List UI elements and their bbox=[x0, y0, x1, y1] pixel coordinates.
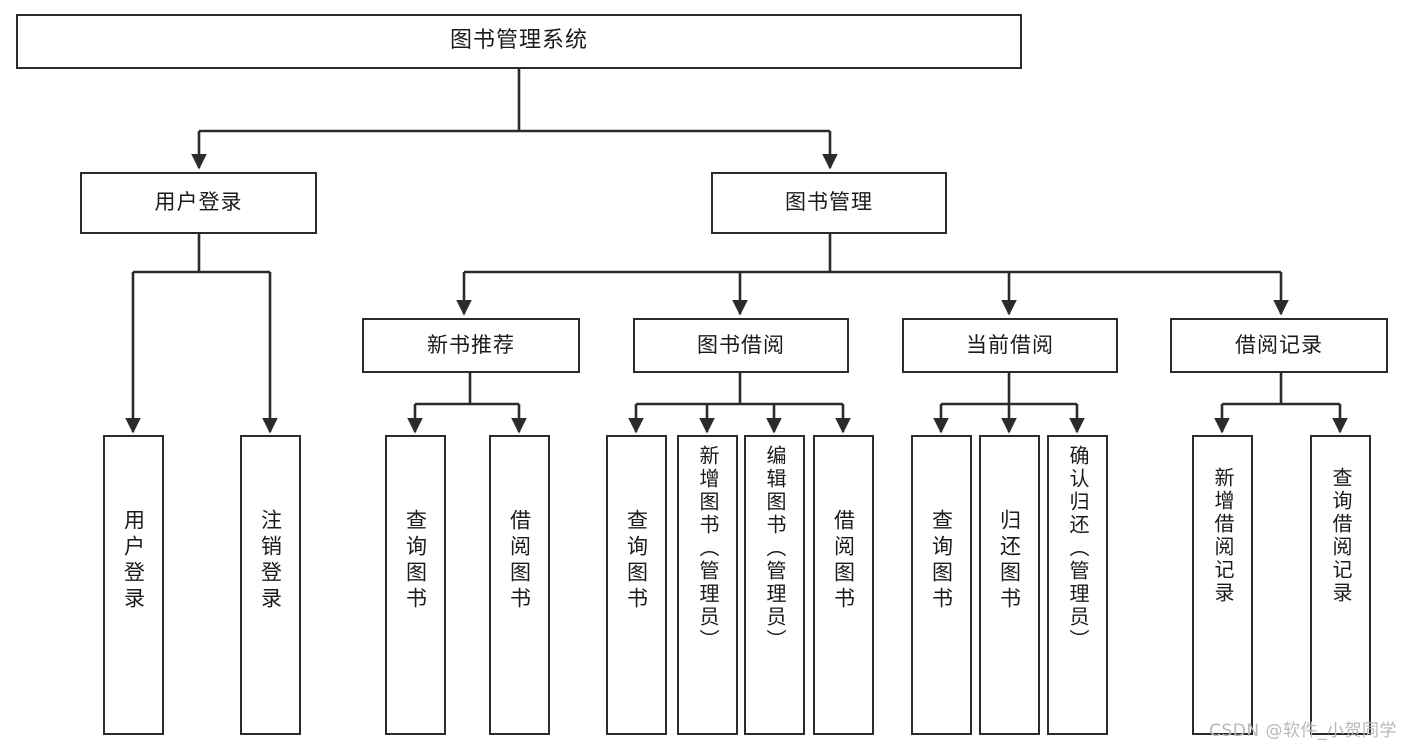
node-leaf-new-book-query[interactable]: 查询图书 bbox=[385, 435, 446, 735]
node-label: 新增借阅记录 bbox=[1211, 467, 1235, 605]
node-label: 图书管理系统 bbox=[449, 28, 588, 54]
node-label: 查询图书 bbox=[624, 509, 649, 613]
node-leaf-book-borrow-add[interactable]: 新增图书（管理员） bbox=[677, 435, 738, 735]
node-label: 新增图书（管理员） bbox=[696, 445, 720, 652]
node-root-system[interactable]: 图书管理系统 bbox=[16, 14, 1022, 69]
node-new-book-recommend[interactable]: 新书推荐 bbox=[362, 318, 580, 373]
node-label: 用户登录 bbox=[154, 190, 243, 215]
node-label: 注销登录 bbox=[258, 509, 283, 613]
node-label: 编辑图书（管理员） bbox=[763, 445, 787, 652]
node-borrow-record[interactable]: 借阅记录 bbox=[1170, 318, 1388, 373]
node-label: 借阅图书 bbox=[507, 509, 532, 613]
node-book-management[interactable]: 图书管理 bbox=[711, 172, 947, 234]
node-leaf-current-borrow-query[interactable]: 查询图书 bbox=[911, 435, 972, 735]
node-book-borrow[interactable]: 图书借阅 bbox=[633, 318, 849, 373]
node-leaf-borrow-record-query[interactable]: 查询借阅记录 bbox=[1310, 435, 1371, 735]
node-leaf-new-book-borrow[interactable]: 借阅图书 bbox=[489, 435, 550, 735]
node-label: 图书借阅 bbox=[697, 332, 785, 357]
node-label: 借阅记录 bbox=[1235, 332, 1323, 357]
node-label: 查询借阅记录 bbox=[1329, 467, 1353, 605]
node-label: 查询图书 bbox=[403, 509, 428, 613]
node-label: 确认归还（管理员） bbox=[1066, 445, 1090, 652]
node-leaf-book-borrow-edit[interactable]: 编辑图书（管理员） bbox=[744, 435, 805, 735]
node-leaf-book-borrow-query[interactable]: 查询图书 bbox=[606, 435, 667, 735]
node-label: 图书管理 bbox=[785, 190, 873, 215]
node-label: 查询图书 bbox=[929, 509, 954, 613]
node-label: 新书推荐 bbox=[427, 332, 515, 357]
node-current-borrow[interactable]: 当前借阅 bbox=[902, 318, 1118, 373]
node-label: 用户登录 bbox=[121, 509, 146, 613]
node-label: 归还图书 bbox=[997, 509, 1022, 613]
node-leaf-borrow-record-add[interactable]: 新增借阅记录 bbox=[1192, 435, 1253, 735]
node-label: 借阅图书 bbox=[831, 509, 856, 613]
node-leaf-book-borrow-borrow[interactable]: 借阅图书 bbox=[813, 435, 874, 735]
node-leaf-current-borrow-return[interactable]: 归还图书 bbox=[979, 435, 1040, 735]
node-label: 当前借阅 bbox=[966, 332, 1054, 357]
node-leaf-current-borrow-confirm[interactable]: 确认归还（管理员） bbox=[1047, 435, 1108, 735]
node-leaf-user-login-logout[interactable]: 注销登录 bbox=[240, 435, 301, 735]
node-user-login[interactable]: 用户登录 bbox=[80, 172, 317, 234]
node-leaf-user-login-login[interactable]: 用户登录 bbox=[103, 435, 164, 735]
